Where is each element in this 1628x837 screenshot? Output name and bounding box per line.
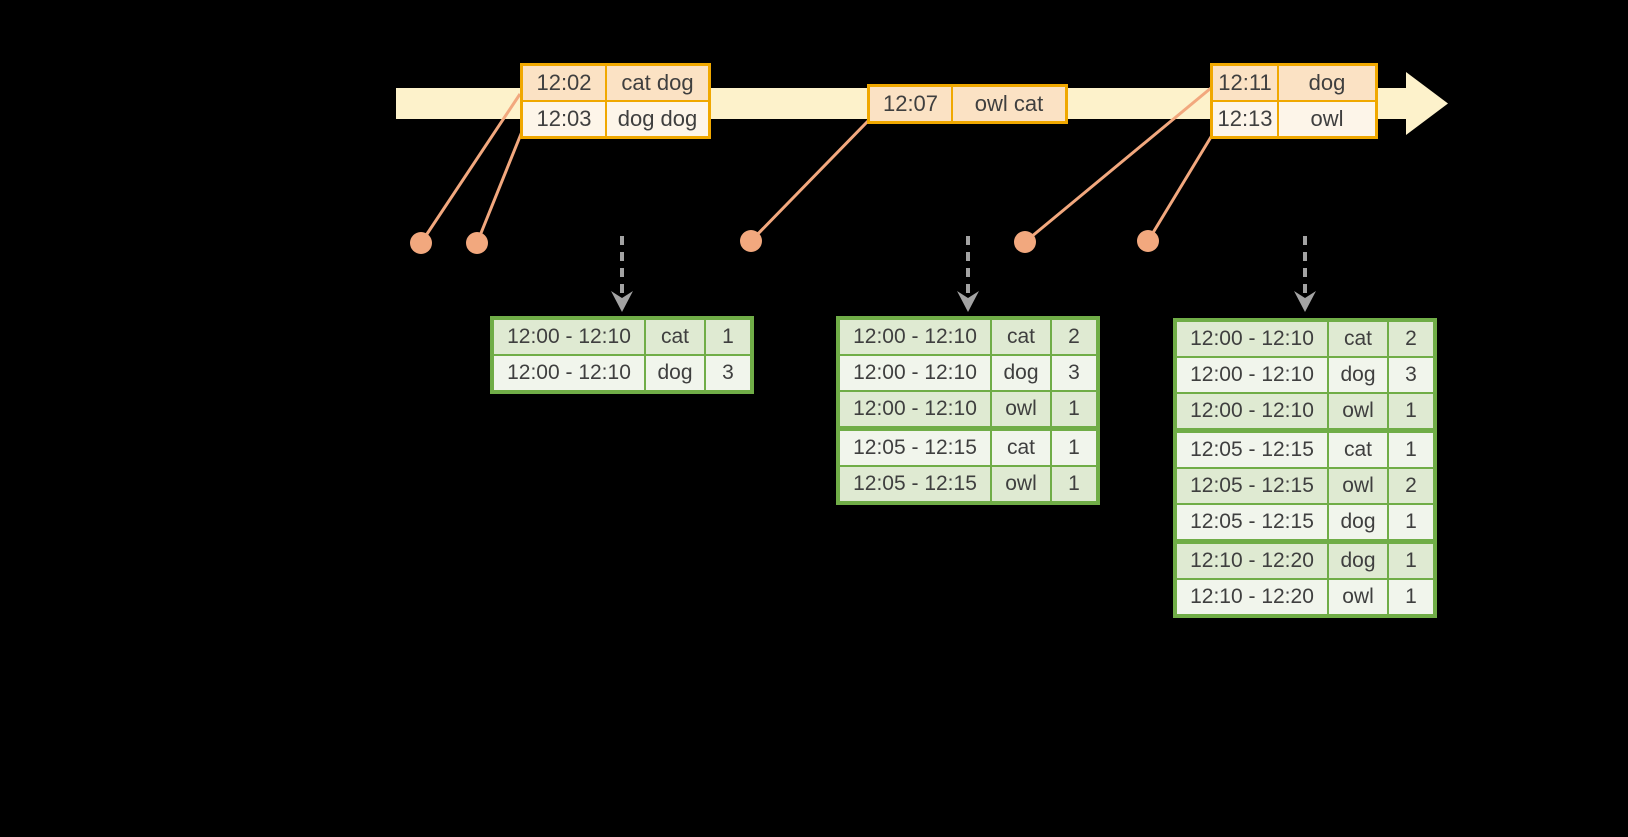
count-cell: 2 [1052, 320, 1096, 354]
word-cell: dog [992, 356, 1050, 390]
window-cell: 12:05 - 12:15 [840, 467, 990, 501]
event-connectors [419, 86, 1216, 244]
event-words-cell: owl [1279, 102, 1375, 136]
count-cell: 3 [1389, 358, 1433, 392]
table-row: 12:10 - 12:20 dog 1 [1177, 544, 1433, 578]
table-row: 12:10 - 12:20 owl 1 [1177, 580, 1433, 614]
table-row: 12:05 - 12:15 dog 1 [1177, 505, 1433, 539]
table-row: 12:00 - 12:10 dog 3 [840, 356, 1096, 390]
window-cell: 12:05 - 12:15 [1177, 433, 1327, 467]
word-cell: dog [1329, 505, 1387, 539]
event-connector-line [419, 93, 522, 244]
table-row: 12:02 cat dog [523, 66, 708, 100]
trigger-arrows [620, 236, 1307, 296]
table-row: 12:00 - 12:10 owl 1 [1177, 394, 1433, 428]
count-cell: 1 [1389, 544, 1433, 578]
result-table-1: 12:00 - 12:10 cat 1 12:00 - 12:10 dog 3 [490, 316, 754, 394]
word-cell: dog [646, 356, 704, 390]
window-cell: 12:10 - 12:20 [1177, 544, 1327, 578]
table-row: 12:11 dog [1213, 66, 1375, 100]
result-table-3: 12:00 - 12:10 cat 2 12:00 - 12:10 dog 3 … [1173, 318, 1437, 618]
count-cell: 3 [1052, 356, 1096, 390]
count-cell: 3 [706, 356, 750, 390]
trigger-arrowheads [611, 291, 1316, 312]
window-cell: 12:00 - 12:10 [840, 320, 990, 354]
word-cell: cat [646, 320, 704, 354]
window-cell: 12:00 - 12:10 [1177, 394, 1327, 428]
event-dot-icon [740, 230, 762, 252]
word-cell: owl [992, 467, 1050, 501]
event-dot-icon [1014, 231, 1036, 253]
event-words-cell: cat dog [607, 66, 708, 100]
count-cell: 1 [706, 320, 750, 354]
table-row: 12:00 - 12:10 cat 2 [840, 320, 1096, 354]
window-cell: 12:05 - 12:15 [1177, 505, 1327, 539]
count-cell: 1 [1052, 392, 1096, 426]
table-row: 12:00 - 12:10 owl 1 [840, 392, 1096, 426]
table-row: 12:00 - 12:10 dog 3 [1177, 358, 1433, 392]
event-connector-line [475, 128, 525, 244]
window-cell: 12:00 - 12:10 [840, 356, 990, 390]
word-cell: cat [1329, 433, 1387, 467]
table-row: 12:13 owl [1213, 102, 1375, 136]
count-cell: 2 [1389, 469, 1433, 503]
word-cell: cat [1329, 322, 1387, 356]
event-connector-line [749, 119, 870, 243]
window-cell: 12:05 - 12:15 [840, 431, 990, 465]
window-cell: 12:05 - 12:15 [1177, 469, 1327, 503]
table-row: 12:07 owl cat [870, 87, 1065, 121]
window-cell: 12:00 - 12:10 [1177, 322, 1327, 356]
down-arrowhead-icon [1294, 291, 1316, 312]
count-cell: 1 [1052, 431, 1096, 465]
event-time-cell: 12:02 [523, 66, 605, 100]
event-time-cell: 12:07 [870, 87, 951, 121]
table-row: 12:00 - 12:10 dog 3 [494, 356, 750, 390]
word-cell: cat [992, 320, 1050, 354]
count-cell: 1 [1389, 394, 1433, 428]
count-cell: 1 [1389, 433, 1433, 467]
down-arrowhead-icon [611, 291, 633, 312]
count-cell: 2 [1389, 322, 1433, 356]
timeline-arrowhead-icon [1406, 72, 1448, 135]
event-dot-icon [466, 232, 488, 254]
result-table-2: 12:00 - 12:10 cat 2 12:00 - 12:10 dog 3 … [836, 316, 1100, 505]
table-row: 12:00 - 12:10 cat 2 [1177, 322, 1433, 356]
word-cell: owl [1329, 580, 1387, 614]
table-row: 12:03 dog dog [523, 102, 708, 136]
count-cell: 1 [1389, 505, 1433, 539]
table-row: 12:05 - 12:15 owl 1 [840, 467, 1096, 501]
word-cell: owl [1329, 394, 1387, 428]
event-table-1: 12:02 cat dog 12:03 dog dog [520, 63, 711, 139]
table-row: 12:05 - 12:15 cat 1 [840, 431, 1096, 465]
event-table-2: 12:07 owl cat [867, 84, 1068, 124]
event-time-cell: 12:13 [1213, 102, 1277, 136]
event-words-cell: dog [1279, 66, 1375, 100]
event-connector-line [1024, 86, 1212, 244]
word-cell: cat [992, 431, 1050, 465]
count-cell: 1 [1052, 467, 1096, 501]
event-connector-line [1146, 131, 1216, 242]
count-cell: 1 [1389, 580, 1433, 614]
event-table-3: 12:11 dog 12:13 owl [1210, 63, 1378, 139]
event-time-cell: 12:11 [1213, 66, 1277, 100]
table-row: 12:05 - 12:15 owl 2 [1177, 469, 1433, 503]
window-cell: 12:00 - 12:10 [494, 320, 644, 354]
word-cell: owl [992, 392, 1050, 426]
event-dot-icon [410, 232, 432, 254]
event-dot-icon [1137, 230, 1159, 252]
word-cell: dog [1329, 358, 1387, 392]
event-words-cell: dog dog [607, 102, 708, 136]
window-cell: 12:00 - 12:10 [840, 392, 990, 426]
word-cell: owl [1329, 469, 1387, 503]
table-row: 12:05 - 12:15 cat 1 [1177, 433, 1433, 467]
word-cell: dog [1329, 544, 1387, 578]
window-cell: 12:00 - 12:10 [494, 356, 644, 390]
window-cell: 12:00 - 12:10 [1177, 358, 1327, 392]
down-arrowhead-icon [957, 291, 979, 312]
table-row: 12:00 - 12:10 cat 1 [494, 320, 750, 354]
event-time-cell: 12:03 [523, 102, 605, 136]
event-dots [410, 230, 1159, 254]
window-cell: 12:10 - 12:20 [1177, 580, 1327, 614]
event-words-cell: owl cat [953, 87, 1065, 121]
